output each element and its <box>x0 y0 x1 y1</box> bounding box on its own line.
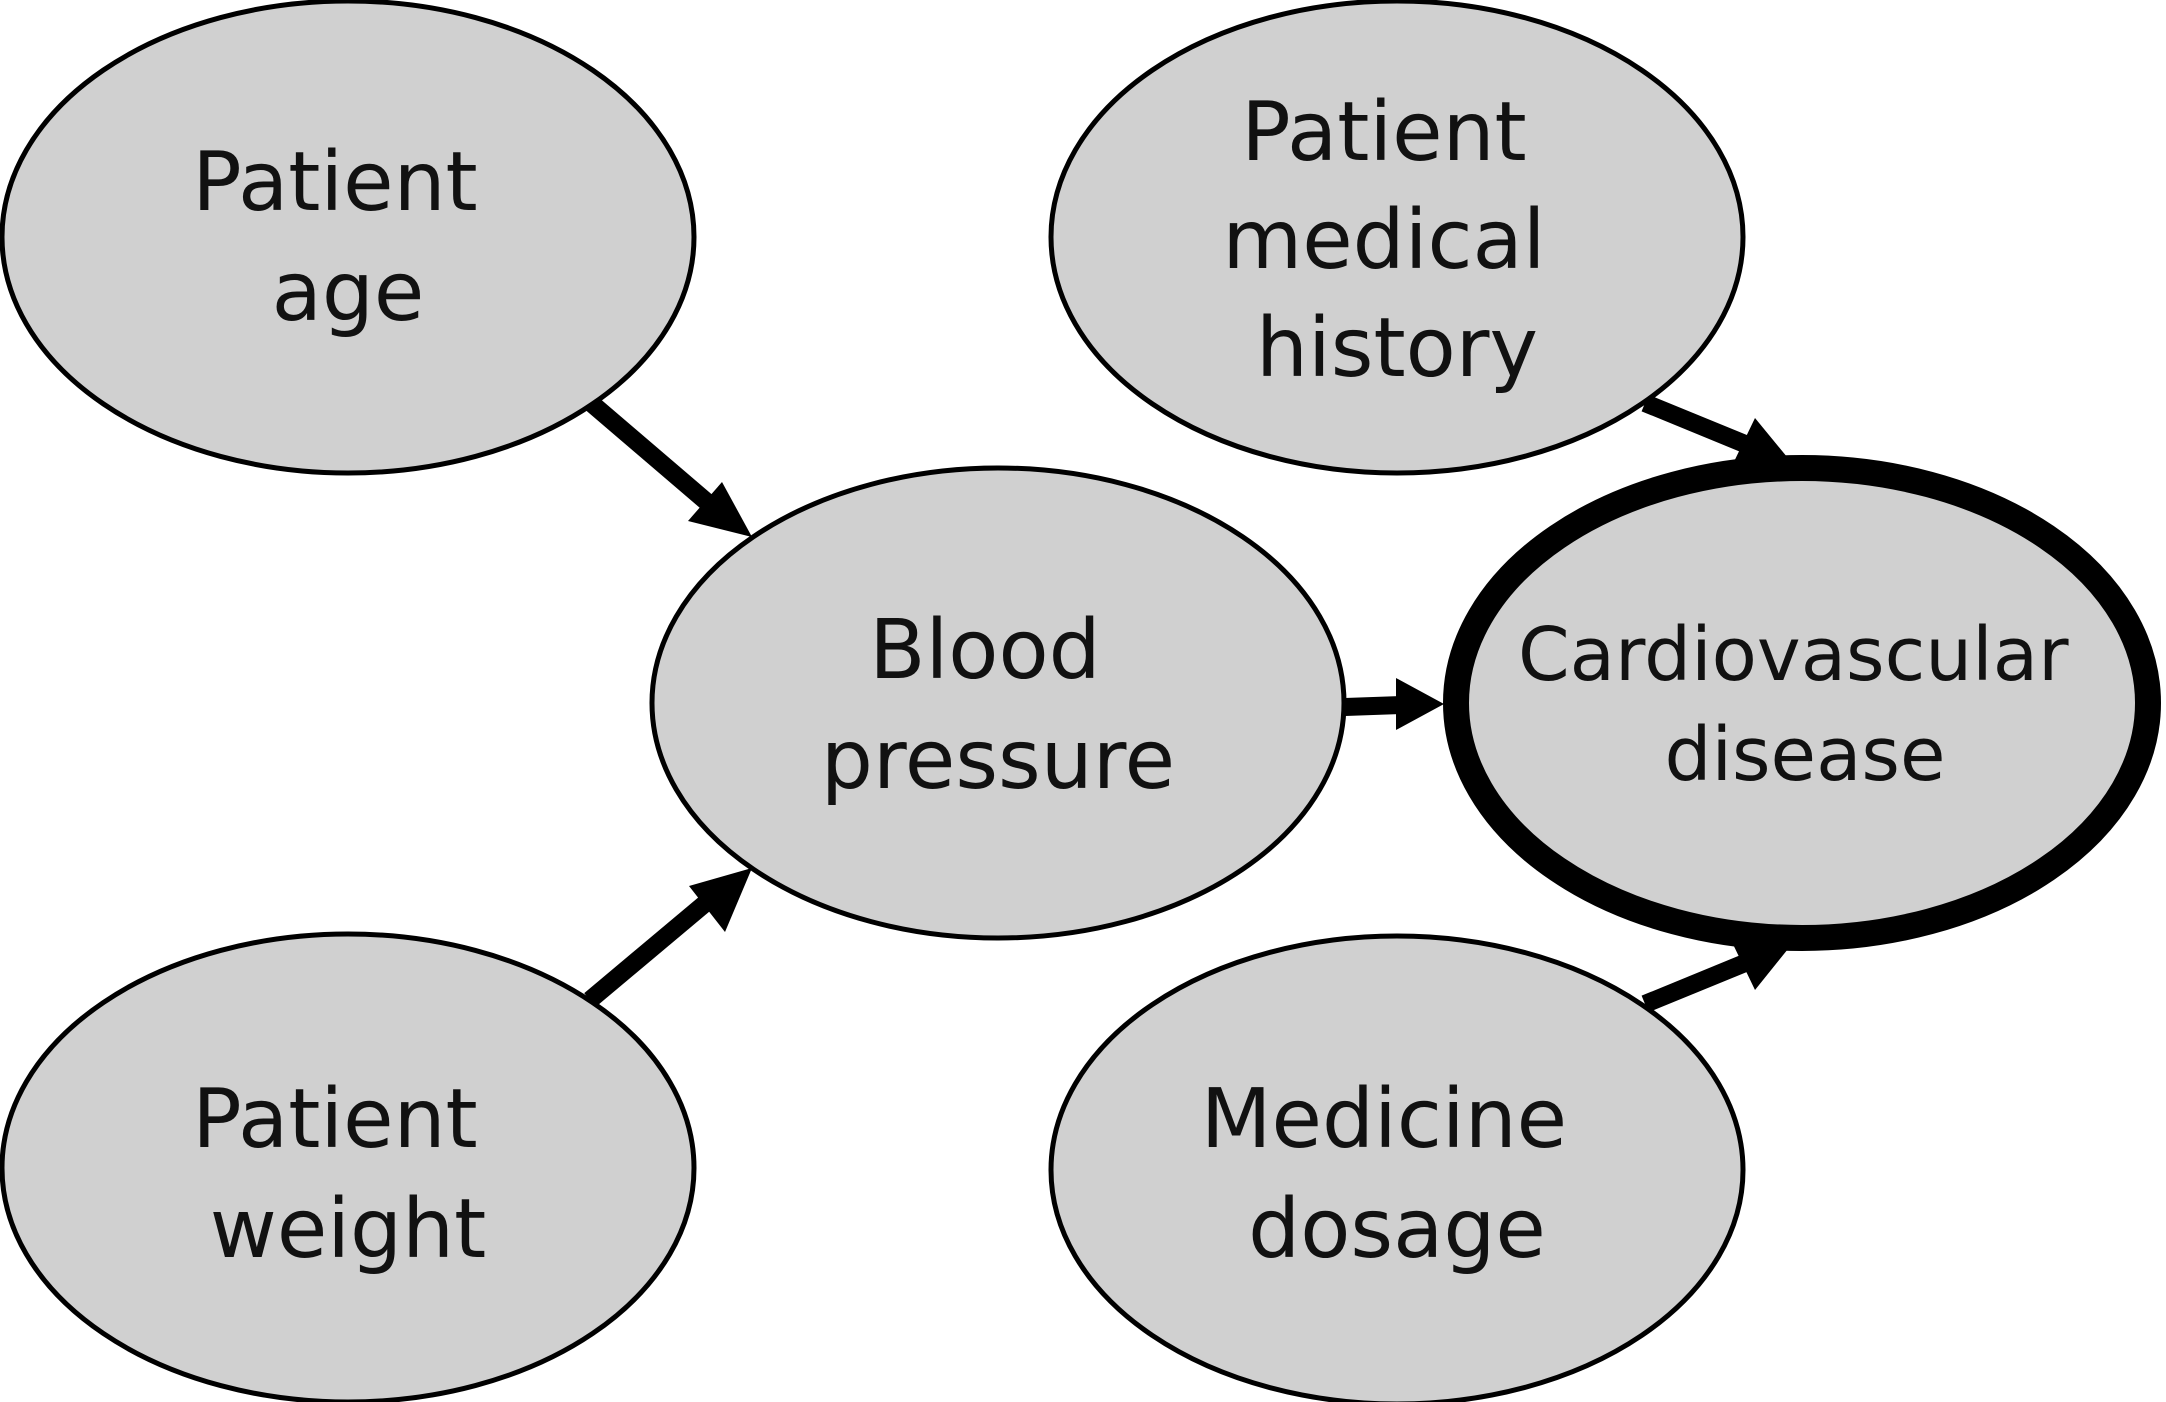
node-medicine-dosage: Medicine dosage <box>1048 933 1746 1402</box>
node-label: Blood pressure <box>821 603 1175 808</box>
node-patient-weight: Patient weight <box>0 931 697 1402</box>
node-label: Patient medical history <box>1222 85 1571 396</box>
edges <box>584 394 1792 1013</box>
node-patient-medical-history: Patient medical history <box>1048 0 1746 476</box>
node-cardiovascular-disease: Cardiovascular disease <box>1443 455 2161 951</box>
node-label: Patient weight <box>192 1072 504 1277</box>
edge-patient-age-to-blood-pressure <box>584 395 752 537</box>
node-label: Medicine dosage <box>1201 1072 1593 1277</box>
node-blood-pressure: Blood pressure <box>649 465 1347 941</box>
node-label: Patient age <box>192 135 504 340</box>
edge-patient-weight-to-blood-pressure <box>584 868 752 1007</box>
node-patient-age: Patient age <box>0 0 697 476</box>
node-label: Cardiovascular disease <box>1518 612 2092 798</box>
edge-medicine-dosage-to-cardiovascular-disease <box>1641 938 1792 1013</box>
edge-blood-pressure-to-cardiovascular-disease <box>1344 678 1444 730</box>
